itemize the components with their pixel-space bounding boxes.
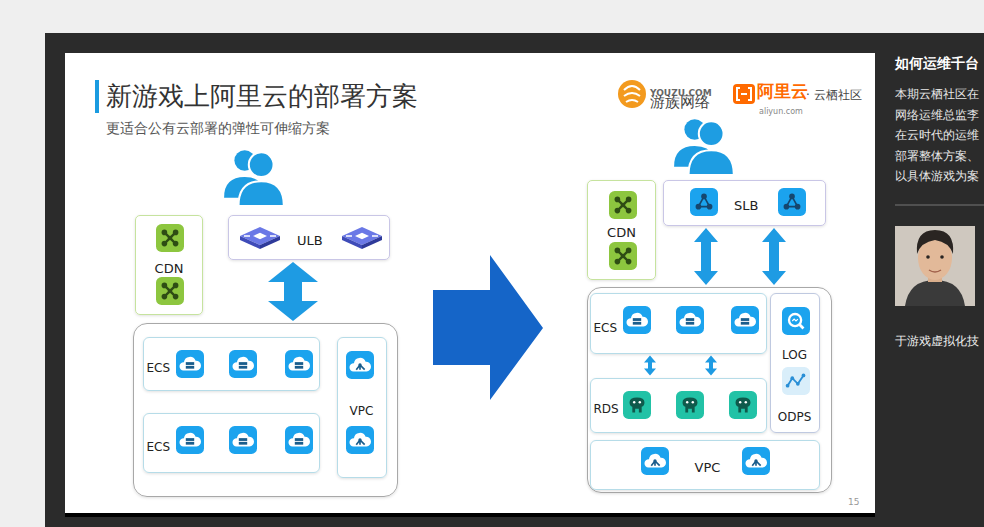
side-text: 网络运维总监李 <box>895 108 979 122</box>
side-heading: 如何运维千台 <box>895 55 979 72</box>
slb-box: SLB <box>663 180 826 226</box>
log-icon <box>782 307 810 335</box>
aliyun-logo <box>733 84 755 104</box>
logo-text: aliyun.com <box>759 107 803 117</box>
ecs-box: ECS <box>590 293 767 354</box>
cdn-icon <box>609 191 637 219</box>
box-label: ULB <box>297 233 323 249</box>
subtitle: 更适合公有云部署的弹性可伸缩方案 <box>106 120 330 137</box>
transition-arrow <box>433 255 543 400</box>
side-text: 部署整体方案、 <box>895 149 979 163</box>
rds-icon <box>729 391 757 419</box>
vpc-icon <box>742 447 770 475</box>
ecs-icon <box>731 306 759 334</box>
ecs-icon <box>623 306 651 334</box>
box-label: CDN <box>607 225 636 241</box>
ulb-box: ULB <box>228 215 390 260</box>
rds-box: RDS <box>590 378 767 433</box>
vpc-icon <box>641 447 669 475</box>
vpc-icon <box>346 426 374 454</box>
ecs-icon <box>285 426 313 454</box>
rds-icon <box>676 391 704 419</box>
box-label: RDS <box>594 402 619 416</box>
box-label: ECS <box>147 361 171 375</box>
box-label: VPC <box>695 460 721 476</box>
slide-bottom-strip <box>65 513 875 517</box>
side-text: 在云时代的运维 <box>895 128 979 142</box>
double-arrow <box>705 356 717 376</box>
ulb-icon <box>342 227 382 249</box>
cdn-icon <box>609 242 637 270</box>
slb-icon <box>778 188 806 216</box>
ecs-box: ECS <box>143 337 320 391</box>
user-icon <box>224 150 284 206</box>
side-text: 本期云栖社区在 <box>895 87 979 101</box>
box-label: ODPS <box>778 410 812 424</box>
odps-icon <box>782 367 810 395</box>
ecs-icon <box>229 426 257 454</box>
ulb-icon <box>240 227 280 249</box>
cluster-box: ECS ECS VPC <box>133 323 398 497</box>
vpc-box: VPC <box>590 440 820 490</box>
slb-icon <box>690 188 718 216</box>
youzu-logo <box>618 80 646 108</box>
left-icons <box>156 224 382 454</box>
cluster-box: ECS RDS LOG ODPS VPC <box>587 287 832 493</box>
separator-line <box>895 205 984 206</box>
page-number: 15 <box>848 497 859 508</box>
box-label: ECS <box>594 321 618 335</box>
user-icon <box>674 119 734 175</box>
cdn-icon <box>156 277 184 305</box>
slide-title: 新游戏上阿里云的部署方案 <box>106 81 418 112</box>
vpc-box: VPC <box>337 337 387 478</box>
ecs-icon <box>229 350 257 378</box>
title-bar <box>95 80 99 113</box>
double-arrow <box>268 262 318 321</box>
logo-text: · 云栖社区 <box>806 88 862 102</box>
cdn-icon <box>156 224 184 252</box>
double-arrow <box>694 228 718 285</box>
speaker-photo <box>895 226 975 306</box>
log-odps-box: LOG ODPS <box>770 293 820 433</box>
ecs-icon <box>676 306 704 334</box>
box-label: VPC <box>350 404 374 418</box>
rds-icon <box>623 391 651 419</box>
box-label: CDN <box>155 261 184 277</box>
box-label: ECS <box>147 440 171 454</box>
logo-text: 游族网络 <box>650 93 710 111</box>
ecs-icon <box>176 426 204 454</box>
ecs-icon <box>176 350 204 378</box>
ecs-icon <box>285 350 313 378</box>
double-arrow <box>644 356 656 376</box>
cdn-box: CDN <box>587 180 656 280</box>
double-arrow <box>762 228 786 285</box>
logo-text: 阿里云 <box>757 81 808 101</box>
box-label: SLB <box>734 198 758 214</box>
box-label: LOG <box>782 348 807 362</box>
ecs-box: ECS <box>143 413 320 473</box>
side-text: 以具体游戏为案 <box>895 169 979 183</box>
cdn-box: CDN <box>135 215 203 315</box>
vpc-icon <box>346 351 374 379</box>
side-text: 于游戏虚拟化技 <box>895 334 979 348</box>
